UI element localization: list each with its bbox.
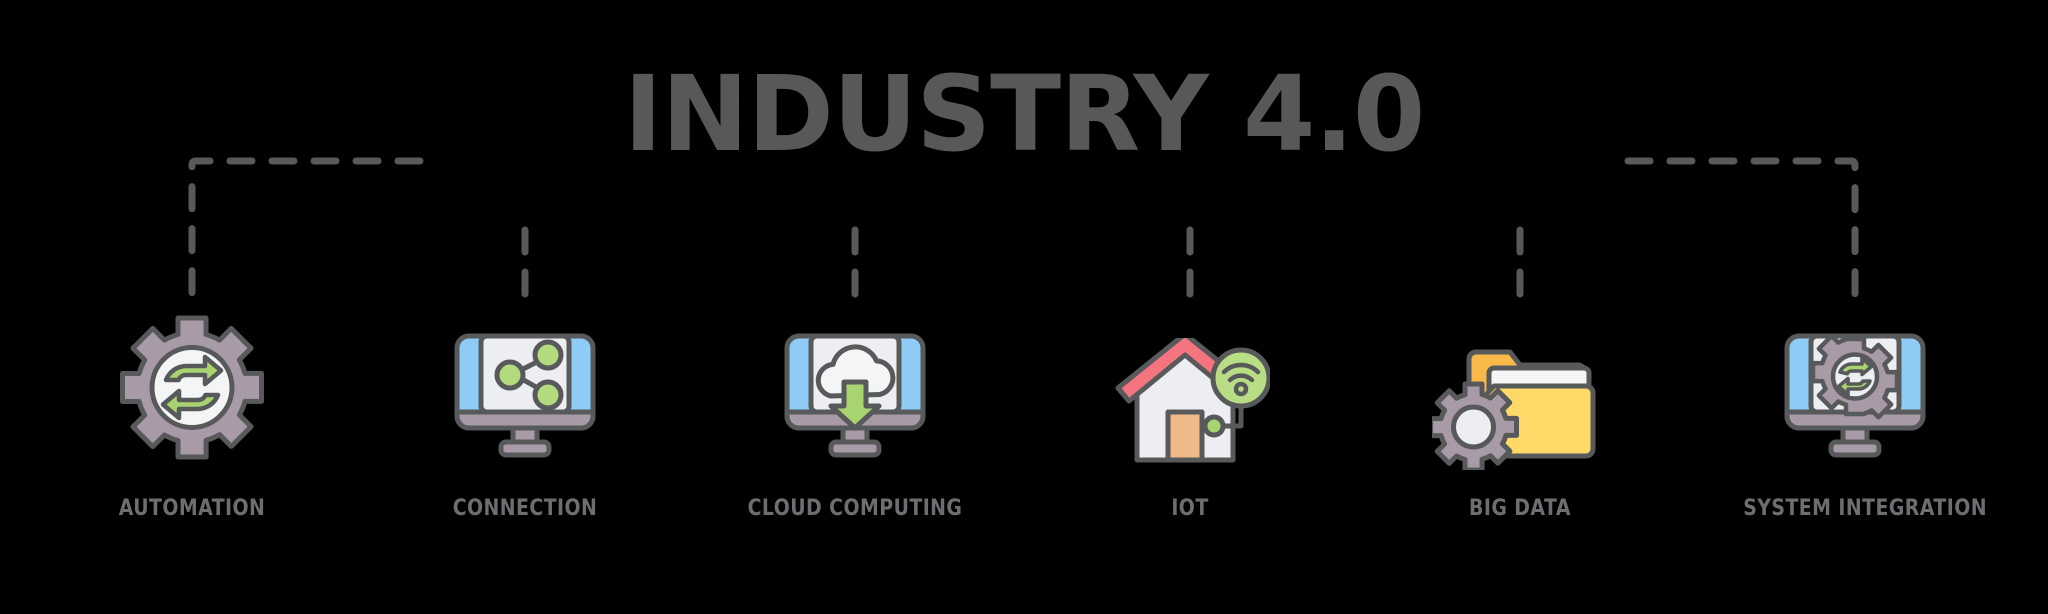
connector-automation — [188, 157, 424, 307]
gear-exchange-icon — [62, 315, 322, 470]
smart-house-wifi-icon — [1060, 330, 1320, 470]
item-iot: IOT — [1060, 330, 1320, 521]
label-cloud-computing: CLOUD COMPUTING — [747, 496, 963, 521]
label-automation: AUTOMATION — [118, 496, 266, 521]
monitor-cloud-download-icon — [725, 330, 985, 470]
monitor-share-nodes-icon — [395, 330, 655, 470]
label-connection: CONNECTION — [452, 496, 598, 521]
item-connection: CONNECTION — [395, 330, 655, 521]
item-cloud-computing: CLOUD COMPUTING — [725, 330, 985, 521]
label-system-integration: SYSTEM INTEGRATION — [1743, 496, 1987, 521]
connector-system-integration — [1624, 157, 1859, 307]
item-big-data: BIG DATA — [1390, 330, 1650, 521]
label-iot: IOT — [1171, 496, 1209, 521]
label-big-data: BIG DATA — [1469, 496, 1571, 521]
folder-gear-icon — [1390, 330, 1650, 470]
page-title: INDUSTRY 4.0 — [623, 53, 1426, 175]
monitor-gear-exchange-icon — [1725, 330, 1985, 470]
item-automation: AUTOMATION — [62, 315, 322, 521]
item-system-integration: SYSTEM INTEGRATION — [1725, 330, 1987, 521]
